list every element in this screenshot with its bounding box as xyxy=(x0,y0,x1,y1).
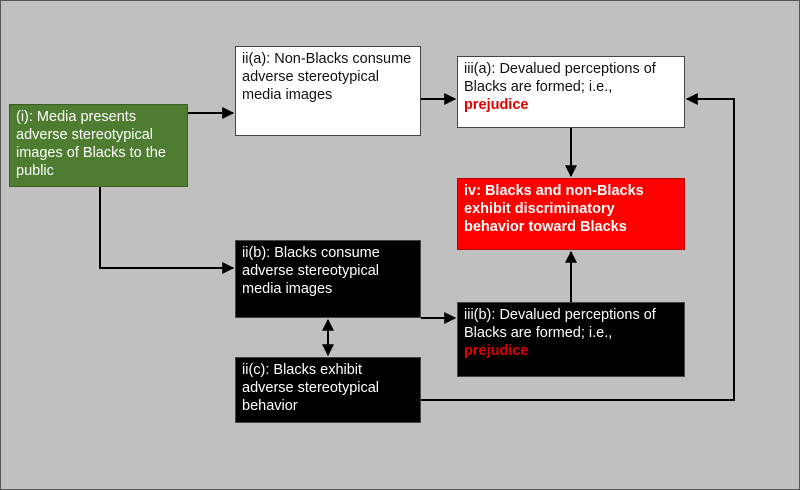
node-blacks-consume: ii(b): Blacks consume adverse stereotypi… xyxy=(235,240,421,318)
node-non-blacks-consume-text: ii(a): Non-Blacks consume adverse stereo… xyxy=(242,51,412,103)
node-devalued-perceptions-b: iii(b): Devalued perceptions of Blacks a… xyxy=(457,302,685,377)
node-devalued-perceptions-a: iii(a): Devalued perceptions of Blacks a… xyxy=(457,56,685,128)
prejudice-highlight-a: prejudice xyxy=(464,97,529,113)
node-media-presents-text: (i): Media presents adverse stereotypica… xyxy=(16,109,166,179)
node-blacks-exhibit-behavior-text: ii(c): Blacks exhibit adverse stereotypi… xyxy=(242,362,380,414)
node-discriminatory-behavior: iv: Blacks and non-Blacks exhibit discri… xyxy=(457,178,685,250)
node-blacks-exhibit-behavior: ii(c): Blacks exhibit adverse stereotypi… xyxy=(235,357,421,423)
node-devalued-perceptions-b-text: iii(b): Devalued perceptions of Blacks a… xyxy=(464,307,656,341)
node-blacks-consume-text: ii(b): Blacks consume adverse stereotypi… xyxy=(242,245,380,297)
node-non-blacks-consume: ii(a): Non-Blacks consume adverse stereo… xyxy=(235,46,421,136)
edge-iic-to-iiia xyxy=(421,93,735,401)
node-discriminatory-behavior-text: iv: Blacks and non-Blacks exhibit discri… xyxy=(464,183,644,235)
node-devalued-perceptions-a-text: iii(a): Devalued perceptions of Blacks a… xyxy=(464,61,656,95)
prejudice-highlight-b: prejudice xyxy=(464,343,529,359)
node-media-presents: (i): Media presents adverse stereotypica… xyxy=(9,104,188,187)
edge-i-to-iib xyxy=(99,187,235,274)
